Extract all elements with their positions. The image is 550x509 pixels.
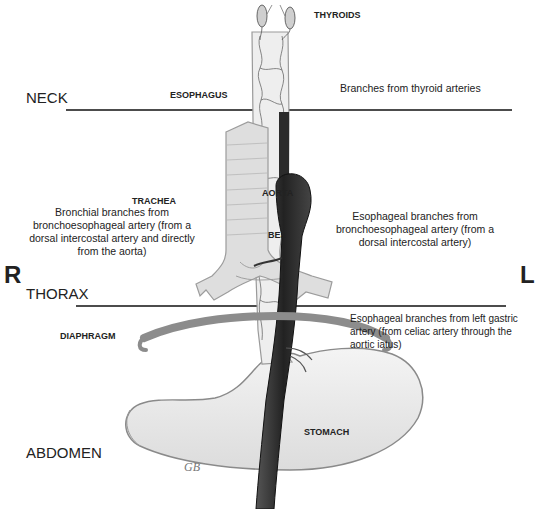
aorta-shape: [256, 174, 311, 509]
vessel-note: Esophageal branches from left gastric ar…: [350, 312, 530, 351]
part-name: STOMACH: [304, 427, 384, 438]
side-marker: L: [520, 260, 548, 290]
left-gastric-artery: [286, 348, 312, 372]
pylorus-outline: [127, 410, 140, 446]
thyroid-artery: [267, 5, 285, 16]
thyroid-lobe: [257, 5, 267, 27]
part-name: DIAPHRAGM: [60, 331, 140, 342]
region-name: ABDOMEN: [26, 443, 126, 462]
thyroid-glands: [257, 5, 295, 40]
vessel-note: Esophageal branches from bronchoesophage…: [326, 210, 504, 249]
trachea-rings: [227, 143, 267, 235]
bronchial-vessel: [236, 262, 286, 280]
aortic-branch: [279, 112, 289, 180]
diaphragm-band: [144, 316, 386, 338]
part-name: AORTA: [262, 188, 312, 199]
region-name: NECK: [26, 88, 96, 107]
vessel-note: Branches from thyroid arteries: [340, 82, 520, 95]
vessel-note: Bronchial branches from bronchoesophagea…: [28, 206, 196, 258]
region-name: THORAX: [26, 284, 116, 303]
aorta-vessel: [254, 112, 312, 509]
trachea-outline: [196, 122, 332, 300]
thyroid-lobe: [285, 7, 295, 29]
artist-signature: GB: [184, 460, 218, 475]
trachea-shape: [196, 122, 332, 300]
part-name: ESOPHAGUS: [170, 90, 250, 101]
part-name: THYROIDS: [314, 10, 394, 21]
part-name: TRACHEA: [132, 196, 202, 207]
thyroid-artery: [260, 27, 290, 40]
bronchoesophageal-artery: [254, 258, 282, 266]
part-name: BEa: [268, 230, 302, 241]
